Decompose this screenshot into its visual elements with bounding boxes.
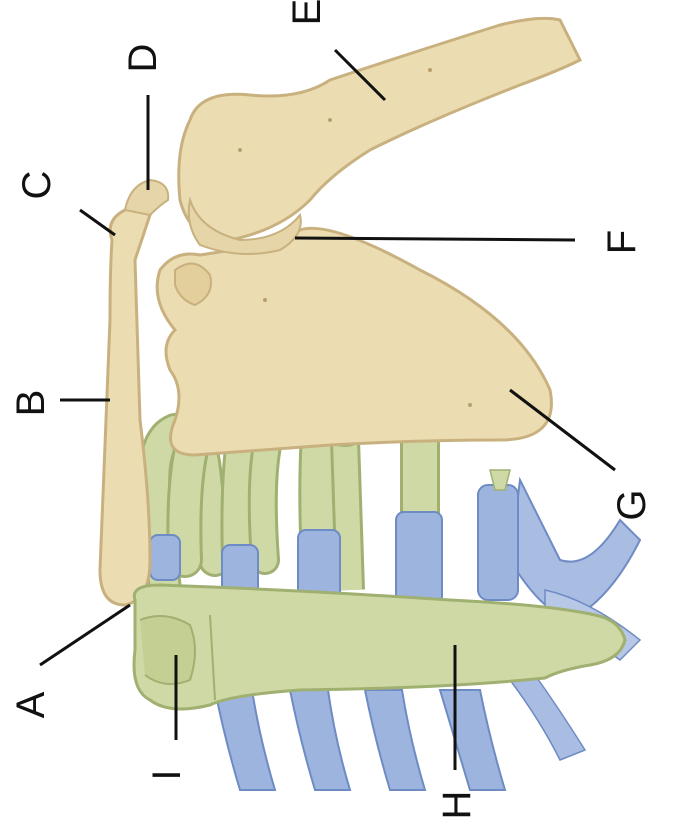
label-h: H (435, 791, 479, 820)
label-b: B (9, 390, 53, 417)
label-c: C (15, 171, 59, 200)
label-a: A (9, 691, 53, 718)
label-d: D (121, 44, 165, 73)
label-i: I (145, 769, 189, 780)
label-g: G (610, 489, 654, 520)
label-f: F (600, 230, 644, 254)
humerus (179, 18, 580, 254)
scapula (157, 228, 551, 455)
label-e: E (285, 0, 329, 25)
